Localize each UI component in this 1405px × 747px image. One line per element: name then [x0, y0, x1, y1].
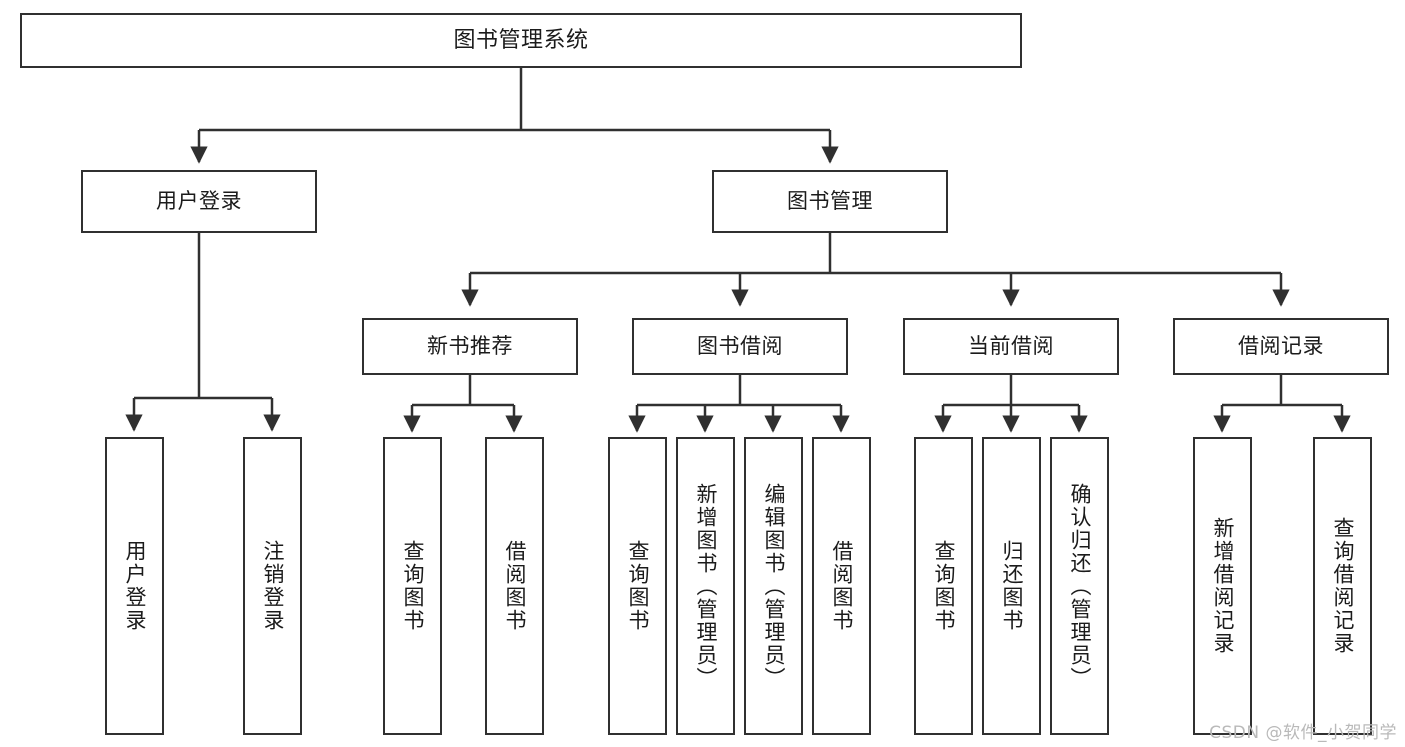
node-user-login-label: 用户登录 [156, 189, 242, 214]
node-leaf-user-logout[interactable]: 注销登录 [243, 437, 302, 735]
node-leaf-add-book-label: 新增图书（管理员） [694, 482, 718, 690]
node-leaf-borrow-book-1[interactable]: 借阅图书 [485, 437, 544, 735]
node-leaf-borrow-book-1-label: 借阅图书 [503, 540, 527, 632]
node-leaf-user-login-label: 用户登录 [123, 540, 147, 632]
node-leaf-query-record[interactable]: 查询借阅记录 [1313, 437, 1372, 735]
node-book-manage[interactable]: 图书管理 [712, 170, 948, 233]
node-current-borrow-label: 当前借阅 [968, 334, 1054, 359]
node-leaf-return-book-label: 归还图书 [1000, 540, 1024, 632]
node-leaf-borrow-book-2-label: 借阅图书 [830, 540, 854, 632]
node-current-borrow[interactable]: 当前借阅 [903, 318, 1119, 375]
node-book-borrow[interactable]: 图书借阅 [632, 318, 848, 375]
node-new-book-recommend[interactable]: 新书推荐 [362, 318, 578, 375]
node-user-login[interactable]: 用户登录 [81, 170, 317, 233]
node-leaf-query-book-2[interactable]: 查询图书 [608, 437, 667, 735]
node-borrow-record-label: 借阅记录 [1238, 334, 1324, 359]
node-leaf-edit-book-label: 编辑图书（管理员） [762, 482, 786, 690]
node-leaf-return-book[interactable]: 归还图书 [982, 437, 1041, 735]
node-leaf-user-login[interactable]: 用户登录 [105, 437, 164, 735]
node-leaf-query-book-3[interactable]: 查询图书 [914, 437, 973, 735]
node-leaf-edit-book[interactable]: 编辑图书（管理员） [744, 437, 803, 735]
node-root-system[interactable]: 图书管理系统 [20, 13, 1022, 68]
node-leaf-query-book-2-label: 查询图书 [626, 540, 650, 632]
node-leaf-query-book-1[interactable]: 查询图书 [383, 437, 442, 735]
node-leaf-add-record-label: 新增借阅记录 [1211, 517, 1235, 655]
node-leaf-confirm-return-label: 确认归还（管理员） [1068, 482, 1092, 690]
node-leaf-borrow-book-2[interactable]: 借阅图书 [812, 437, 871, 735]
node-leaf-query-record-label: 查询借阅记录 [1331, 517, 1355, 655]
node-leaf-user-logout-label: 注销登录 [261, 540, 285, 632]
node-leaf-query-book-1-label: 查询图书 [401, 540, 425, 632]
node-leaf-add-book[interactable]: 新增图书（管理员） [676, 437, 735, 735]
node-new-book-recommend-label: 新书推荐 [427, 334, 513, 359]
node-root-system-label: 图书管理系统 [453, 27, 589, 53]
node-leaf-add-record[interactable]: 新增借阅记录 [1193, 437, 1252, 735]
node-leaf-query-book-3-label: 查询图书 [932, 540, 956, 632]
node-book-manage-label: 图书管理 [787, 189, 873, 214]
node-book-borrow-label: 图书借阅 [697, 334, 783, 359]
node-borrow-record[interactable]: 借阅记录 [1173, 318, 1389, 375]
csdn-watermark: CSDN @软件_小贺同学 [1209, 723, 1397, 743]
node-leaf-confirm-return[interactable]: 确认归还（管理员） [1050, 437, 1109, 735]
